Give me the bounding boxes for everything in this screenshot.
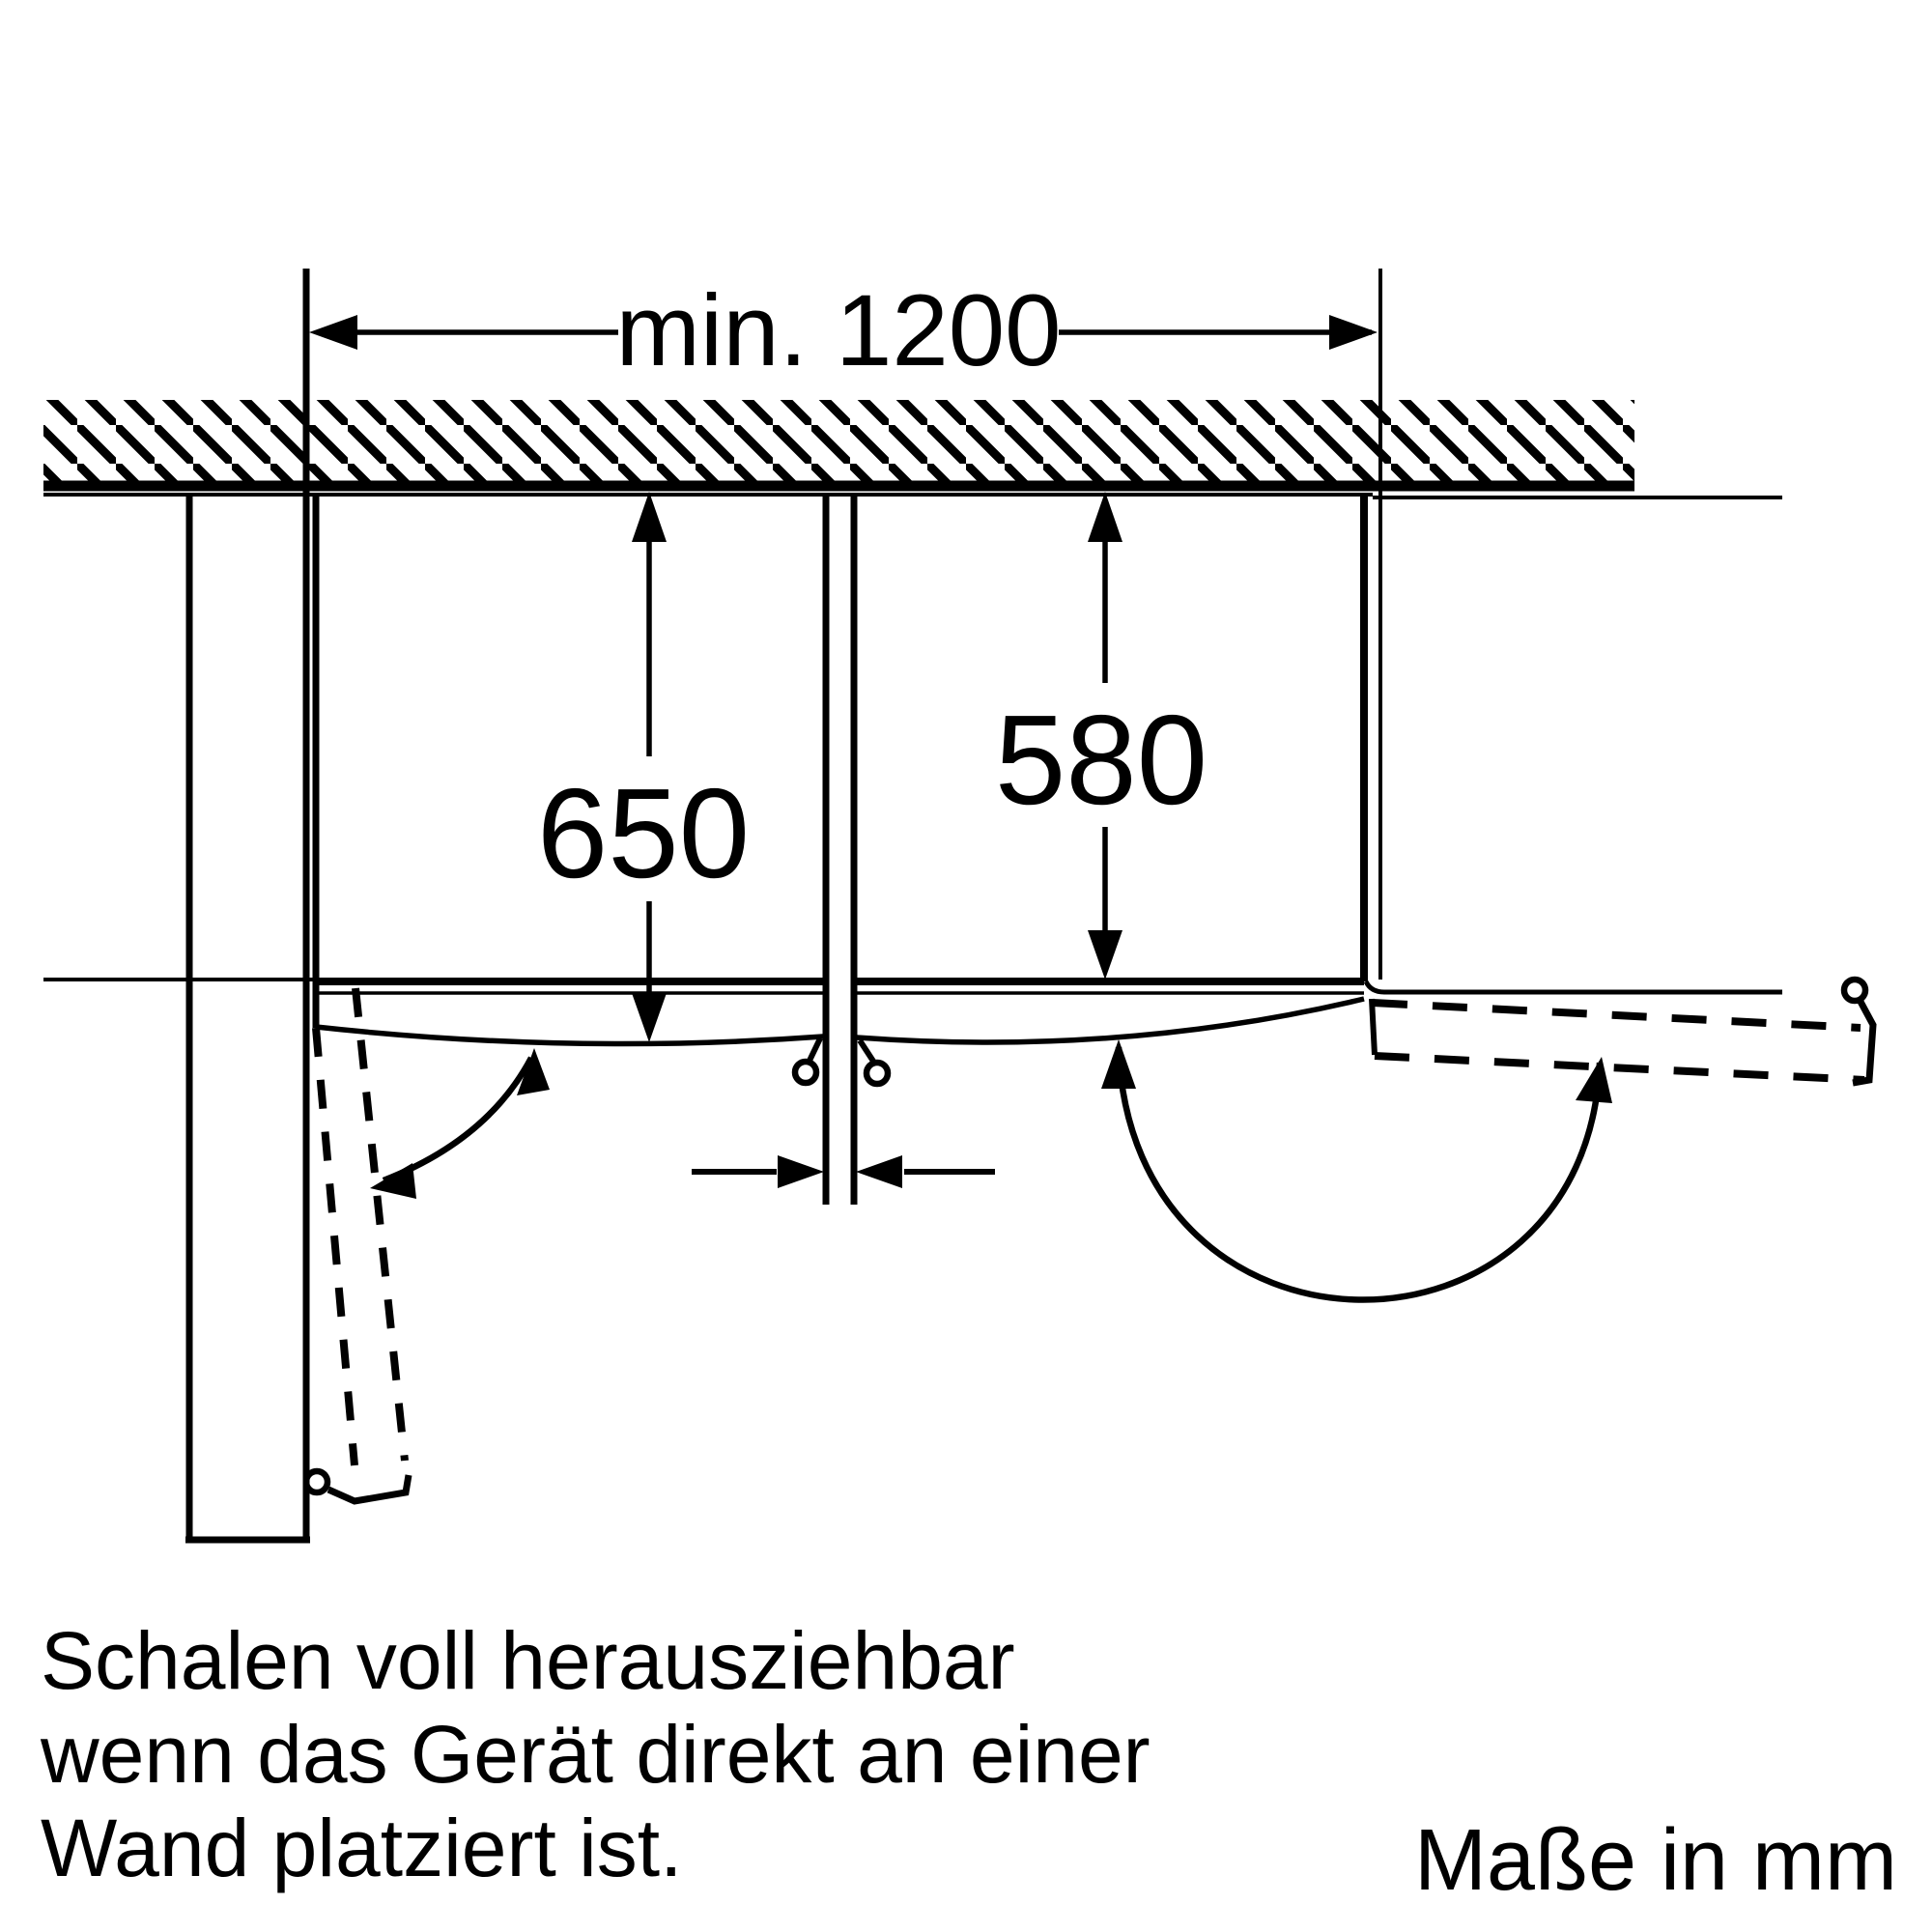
swing-arc-left-curve <box>382 1056 534 1184</box>
door-right-open-inner-edge <box>1374 1052 1865 1084</box>
depth650-arrow-down-icon <box>632 993 667 1042</box>
depth650-arrow-up-icon <box>632 492 667 542</box>
note-line-3: Wand platziert ist. <box>41 1803 682 1893</box>
gap-dim-arrow-left-icon <box>856 1155 902 1188</box>
door-left-open-handle-icon <box>302 1467 331 1496</box>
depth650-label: 650 <box>537 762 750 904</box>
units-label: Maße in mm <box>1414 1812 1897 1909</box>
swing-arc-right <box>1101 1039 1612 1303</box>
appliance-right <box>850 495 1782 1205</box>
gap-dim-arrow-right-icon <box>778 1155 824 1188</box>
right-door-handle-icon <box>863 1059 892 1088</box>
swing-arc-left <box>370 1048 550 1199</box>
dimension-niche-depth: 580 <box>995 492 1208 980</box>
dimension-niche-width: min. 1200 <box>309 269 1382 980</box>
width-dim-label: min. 1200 <box>615 274 1061 387</box>
width-arrow-left-icon <box>309 315 357 350</box>
door-right-open-end-cap <box>1852 998 1877 1087</box>
right-handle-stem <box>857 1038 877 1065</box>
door-left-open-outer-edge <box>312 1027 358 1466</box>
note-block: Schalen voll herausziehbar wenn das Gerä… <box>40 1615 1151 1893</box>
swing-arc-right-arrow-left-icon <box>1101 1039 1136 1089</box>
door-right-open-hinge-cap <box>1369 998 1378 1056</box>
door-left-open <box>302 987 412 1505</box>
front-plane-line-right <box>1363 980 1782 995</box>
left-handle-stem <box>806 1037 823 1065</box>
door-left-closed <box>315 1024 824 1047</box>
width-arrow-right-icon <box>1329 315 1378 350</box>
depth580-arrow-down-icon <box>1088 930 1122 980</box>
depth580-label: 580 <box>995 689 1208 831</box>
swing-arc-right-curve <box>1115 1046 1604 1303</box>
wall-hatching <box>43 400 1634 481</box>
gap-clearance-dimension <box>692 1155 995 1188</box>
door-left-open-end-cap <box>327 1474 412 1505</box>
swing-arc-left-arrow-end-icon <box>370 1163 416 1199</box>
note-line-2: wenn das Gerät direkt an einer <box>40 1709 1151 1800</box>
door-left-open-inner-edge <box>352 987 409 1462</box>
door-right-open-handle-icon <box>1840 976 1869 1005</box>
door-right-open-outer-edge <box>1372 999 1861 1032</box>
note-line-1: Schalen voll herausziehbar <box>41 1615 1015 1706</box>
swing-arc-right-arrow-right-icon <box>1576 1057 1612 1103</box>
left-side-wall <box>43 269 316 1544</box>
door-right-closed <box>856 996 1365 1045</box>
door-right-open <box>1369 976 1877 1087</box>
depth580-arrow-up-icon <box>1088 492 1122 542</box>
left-door-handle-icon <box>791 1058 820 1087</box>
dimension-depth-with-door: 650 <box>537 492 750 1042</box>
appliance-left <box>312 495 830 1205</box>
swing-arc-left-arrow-top-icon <box>517 1048 550 1095</box>
gap-door-handles <box>791 1037 892 1088</box>
